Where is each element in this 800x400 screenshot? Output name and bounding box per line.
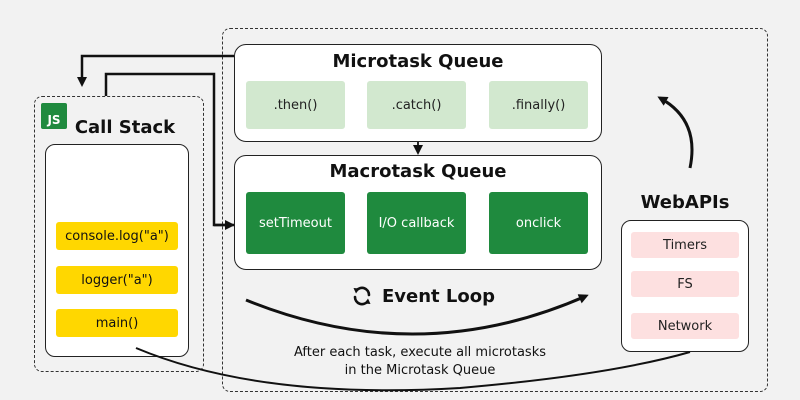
microtask-then: .then(): [246, 81, 345, 129]
js-badge-label: JS: [47, 113, 61, 127]
event-loop-label-group: Event Loop: [350, 282, 510, 310]
webapis-to-queue-arrow: [657, 96, 694, 169]
webapi-timers: Timers: [631, 232, 739, 258]
event-loop-note-line1: After each task, execute all microtasks: [293, 345, 547, 360]
callstack-to-webapis-curve: [135, 347, 691, 392]
microtask-queue-title: Microtask Queue: [332, 51, 504, 72]
stack-frame: console.log("a"): [56, 222, 178, 250]
webapis-title: WebAPIs: [640, 192, 730, 213]
event-loop-note-line2: in the Microtask Queue: [344, 363, 496, 378]
macrotask-settimeout: setTimeout: [246, 192, 345, 254]
webapi-network: Network: [631, 313, 739, 339]
stack-frame: logger("a"): [56, 266, 178, 294]
microtask-to-callstack-arrow: [77, 54, 234, 87]
event-loop-arrow: [245, 294, 589, 336]
macrotask-to-callstack-arrow: [104, 72, 234, 227]
js-badge: JS: [41, 103, 67, 129]
macrotask-queue-title: Macrotask Queue: [329, 161, 507, 182]
webapi-fs: FS: [631, 271, 739, 297]
stack-frame: main(): [56, 309, 178, 337]
call-stack-title: Call Stack: [74, 117, 176, 138]
event-loop-title: Event Loop: [382, 285, 496, 307]
event-loop-note: After each task, execute all microtasks …: [270, 344, 570, 380]
macrotask-io-callback: I/O callback: [367, 192, 466, 254]
call-stack-container: [34, 96, 204, 372]
macrotask-onclick: onclick: [489, 192, 588, 254]
runtime-boundary: [222, 28, 768, 392]
microtask-catch: .catch(): [367, 81, 466, 129]
refresh-icon: [350, 284, 374, 308]
microtask-finally: .finally(): [489, 81, 588, 129]
